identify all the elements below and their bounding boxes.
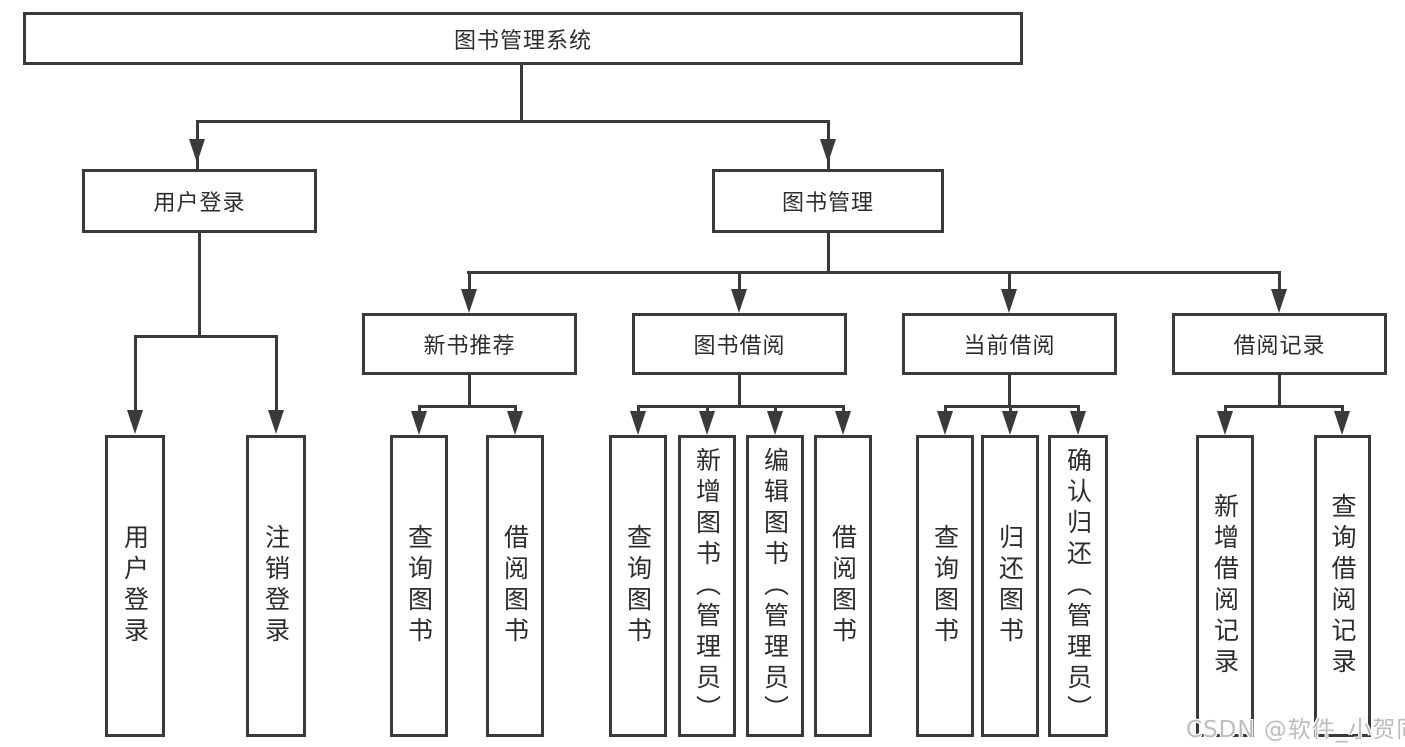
arrow-down-icon <box>1002 411 1018 435</box>
connector-line <box>1224 405 1227 413</box>
connector-line <box>418 405 421 413</box>
arrow-down-icon <box>767 411 783 435</box>
connector-line <box>1008 374 1011 407</box>
connector-line <box>1077 405 1080 413</box>
leaf-label: 查询图书 <box>404 524 434 648</box>
leaf-query-borrow-record: 查询借阅记录 <box>1314 435 1371 737</box>
leaf-label: 注销登录 <box>261 524 291 648</box>
arrow-down-icon <box>630 411 646 435</box>
leaf-label: 借阅图书 <box>500 524 530 648</box>
connector-line <box>467 271 1281 274</box>
connector-line <box>1008 271 1011 290</box>
arrow-down-icon <box>1271 289 1287 313</box>
connector-line <box>842 405 845 413</box>
node-book-management: 图书管理 <box>712 169 944 233</box>
leaf-label: 编辑图书（管理员） <box>760 446 790 726</box>
node-label: 图书管理 <box>781 191 874 216</box>
arrow-down-icon <box>411 411 427 435</box>
connector-line <box>738 374 741 407</box>
connector-line <box>738 271 741 290</box>
leaf-borrow-books-recommend: 借阅图书 <box>486 435 544 737</box>
connector-line <box>468 374 471 407</box>
leaf-user-login: 用户登录 <box>105 435 165 737</box>
node-new-book-recommend: 新书推荐 <box>362 313 577 375</box>
leaf-add-borrow-record: 新增借阅记录 <box>1196 435 1254 737</box>
arrow-down-icon <box>820 139 836 163</box>
leaf-confirm-return-admin: 确认归还（管理员） <box>1048 435 1108 737</box>
leaf-logout: 注销登录 <box>246 435 306 737</box>
connector-line <box>944 405 947 413</box>
leaf-borrow-books: 借阅图书 <box>814 435 872 737</box>
leaf-label: 查询图书 <box>930 524 960 648</box>
arrow-down-icon <box>1001 289 1017 313</box>
node-borrowing-records: 借阅记录 <box>1172 313 1387 375</box>
arrow-down-icon <box>731 289 747 313</box>
connector-line <box>637 405 845 408</box>
connector-line <box>198 233 201 337</box>
connector-line <box>944 405 1080 408</box>
leaf-label: 确认归还（管理员） <box>1063 446 1093 726</box>
arrow-down-icon <box>127 410 143 434</box>
arrow-down-icon <box>835 411 851 435</box>
leaf-return-books: 归还图书 <box>981 435 1039 737</box>
connector-line <box>1009 405 1012 413</box>
leaf-label: 归还图书 <box>995 524 1025 648</box>
connector-line <box>774 405 777 413</box>
node-label: 图书借阅 <box>693 334 786 359</box>
connector-line <box>514 405 517 413</box>
arrow-down-icon <box>1217 411 1233 435</box>
arrow-down-icon <box>1070 411 1086 435</box>
arrow-down-icon <box>461 289 477 313</box>
leaf-query-books-current: 查询图书 <box>916 435 974 737</box>
leaf-edit-books-admin: 编辑图书（管理员） <box>746 435 804 737</box>
arrow-down-icon <box>699 411 715 435</box>
csdn-watermark: CSDN @软件_小贺同学 <box>1186 717 1405 743</box>
arrow-down-icon <box>189 139 205 163</box>
connector-line <box>196 120 830 123</box>
leaf-add-books-admin: 新增图书（管理员） <box>678 435 736 737</box>
connector-line <box>1278 271 1281 290</box>
connector-line <box>275 335 278 410</box>
leaf-label: 新增图书（管理员） <box>692 446 722 726</box>
node-label: 图书管理系统 <box>453 28 592 54</box>
leaf-label: 查询借阅记录 <box>1328 493 1357 679</box>
connector-line <box>827 233 830 273</box>
connector-line <box>520 65 523 120</box>
leaf-label: 新增借阅记录 <box>1210 493 1240 679</box>
connector-line <box>706 405 709 413</box>
arrow-down-icon <box>1334 411 1350 435</box>
connector-line <box>1224 405 1344 408</box>
node-label: 新书推荐 <box>423 334 516 359</box>
arrow-down-icon <box>268 410 284 434</box>
leaf-query-books-borrowing: 查询图书 <box>609 435 667 737</box>
connector-line <box>468 271 471 290</box>
node-current-borrowing: 当前借阅 <box>902 313 1117 375</box>
connector-line <box>637 405 640 413</box>
connector-line <box>1278 374 1281 407</box>
connector-line <box>1341 405 1344 413</box>
connector-line <box>134 335 278 338</box>
leaf-label: 查询图书 <box>623 524 653 648</box>
arrow-down-icon <box>937 411 953 435</box>
leaf-label: 借阅图书 <box>828 524 858 648</box>
node-label: 用户登录 <box>153 191 246 216</box>
node-user-login: 用户登录 <box>82 169 317 233</box>
node-label: 当前借阅 <box>963 334 1056 359</box>
leaf-label: 用户登录 <box>120 524 150 648</box>
connector-line <box>134 335 137 410</box>
node-library-management-system: 图书管理系统 <box>23 12 1023 65</box>
leaf-query-books-recommend: 查询图书 <box>390 435 448 737</box>
node-book-borrowing: 图书借阅 <box>632 313 847 375</box>
connector-line <box>418 405 517 408</box>
node-label: 借阅记录 <box>1233 334 1326 359</box>
arrow-down-icon <box>507 411 523 435</box>
